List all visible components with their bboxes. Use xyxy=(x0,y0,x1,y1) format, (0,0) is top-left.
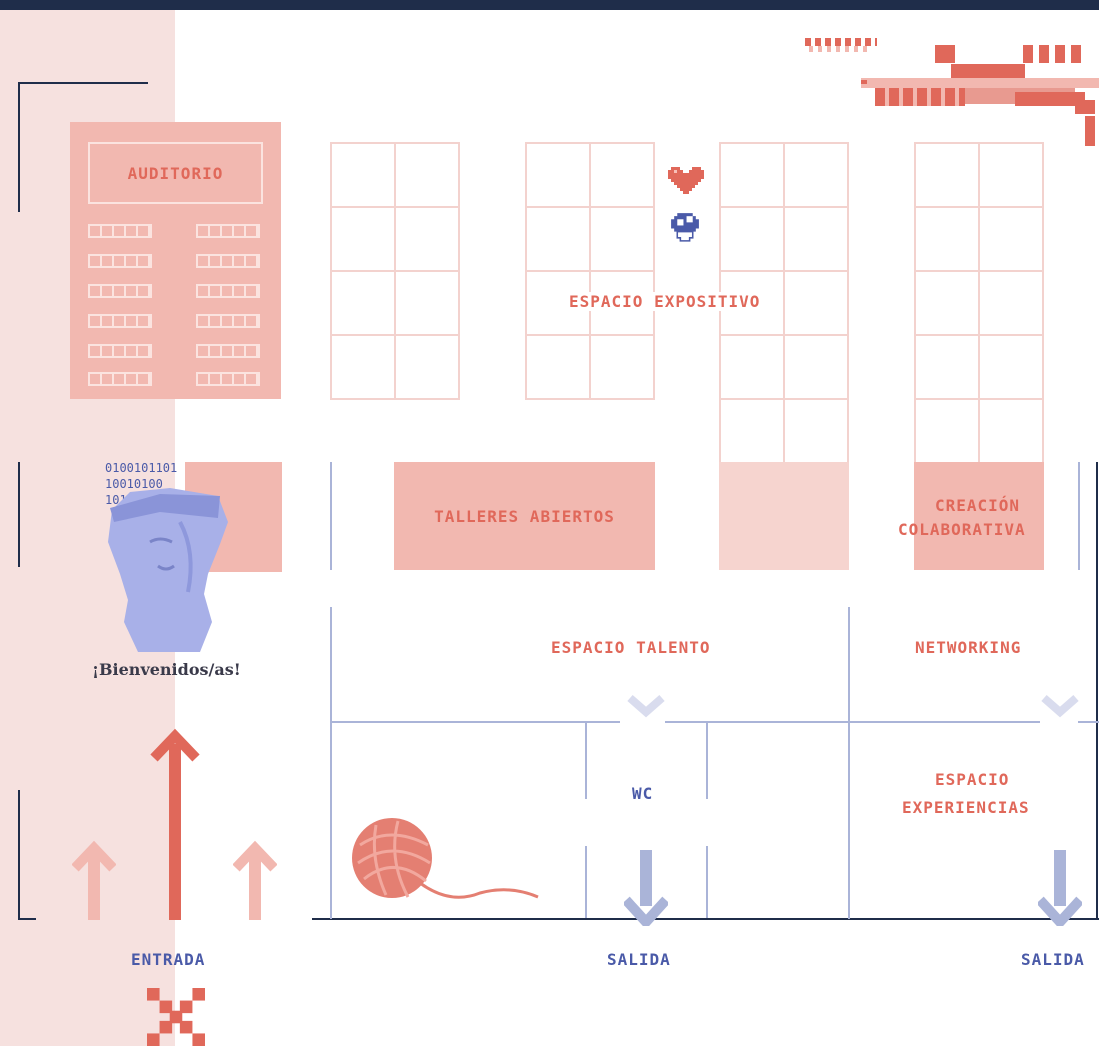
wc-wall xyxy=(585,721,587,799)
top-bar xyxy=(0,0,1099,10)
wall xyxy=(1078,721,1099,723)
entrance-arrow-up-icon xyxy=(72,840,116,920)
salida-label: SALIDA xyxy=(607,950,671,969)
wall xyxy=(330,607,332,919)
wc-wall xyxy=(706,846,708,918)
auditorio-stage: AUDITORIO xyxy=(88,142,263,204)
yarn-ball-icon xyxy=(352,818,539,899)
entrance-arrow-up-icon xyxy=(150,728,200,920)
bracket-left-bottom xyxy=(18,790,20,920)
statue-bust-icon xyxy=(108,488,228,652)
exit-arrow-down-icon xyxy=(624,850,668,926)
colaborativa-label: COLABORATIVA xyxy=(898,520,1026,539)
pixel-glitch-decoration xyxy=(805,30,1099,150)
chevron-down-icon xyxy=(627,694,665,718)
light-block xyxy=(719,462,849,570)
seat-row xyxy=(88,314,152,328)
chevron-down-icon xyxy=(1041,694,1079,718)
pixel-heart-icon xyxy=(668,167,704,194)
experiencias-label: EXPERIENCIAS xyxy=(902,798,1030,817)
auditorio-label: AUDITORIO xyxy=(127,163,224,183)
wall xyxy=(1078,462,1080,570)
wc-wall xyxy=(706,721,708,799)
talleres-abiertos-label: TALLERES ABIERTOS xyxy=(434,506,615,526)
seat-row xyxy=(88,344,152,358)
bracket-left-mid xyxy=(18,462,20,567)
bottom-wall xyxy=(312,918,1099,920)
exit-arrow-down-icon xyxy=(1038,850,1082,926)
welcome-text: ¡Bienvenidos/as! xyxy=(92,660,241,679)
seat-row xyxy=(196,284,260,298)
auditorio-zone[interactable]: AUDITORIO xyxy=(70,122,281,399)
wall xyxy=(330,462,332,570)
salida-label: SALIDA xyxy=(1021,950,1085,969)
bracket-left-foot xyxy=(18,918,36,920)
espacio-talento-label: ESPACIO TALENTO xyxy=(551,638,711,657)
entrance-arrow-up-icon xyxy=(233,840,277,920)
wc-label: WC xyxy=(632,784,654,803)
networking-label: NETWORKING xyxy=(915,638,1022,657)
entrada-label: ENTRADA xyxy=(131,950,206,969)
bracket-left xyxy=(18,82,20,212)
right-wall xyxy=(1096,462,1098,918)
seat-row xyxy=(196,254,260,268)
wc-wall xyxy=(585,846,587,918)
espacio-expositivo-label: ESPACIO EXPOSITIVO xyxy=(565,292,765,311)
talleres-abiertos-zone[interactable]: TALLERES ABIERTOS xyxy=(394,462,655,570)
seat-row xyxy=(88,224,152,238)
seat-row xyxy=(88,254,152,268)
seat-row xyxy=(196,314,260,328)
pixel-x-icon xyxy=(147,988,205,1046)
seat-row xyxy=(196,344,260,358)
seat-row xyxy=(88,372,152,386)
creacion-label: CREACIÓN xyxy=(935,496,1021,515)
espacio-label: ESPACIO xyxy=(935,770,1010,789)
seat-row xyxy=(88,284,152,298)
seat-row xyxy=(196,372,260,386)
bracket-top xyxy=(18,82,148,84)
creacion-colaborativa-zone[interactable] xyxy=(914,462,1044,570)
seat-row xyxy=(196,224,260,238)
wall xyxy=(330,721,620,723)
wall xyxy=(665,721,1040,723)
wall xyxy=(848,607,850,919)
pixel-mushroom-icon xyxy=(671,213,699,242)
